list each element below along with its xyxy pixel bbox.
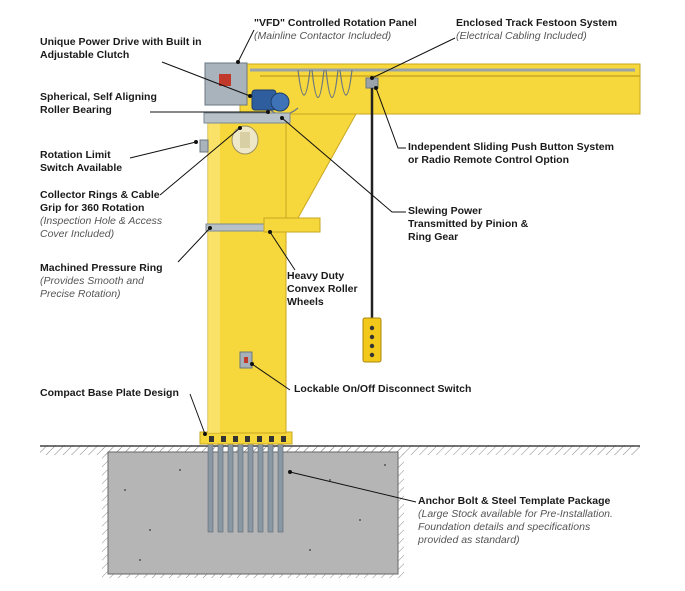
label-anchor-bolt-title: Anchor Bolt & Steel Template Package (418, 495, 611, 507)
label-push-button: Independent Sliding Push Button System o… (408, 141, 648, 167)
label-power-drive: Unique Power Drive with Built in Adjusta… (40, 36, 230, 62)
label-roller-wheels-title: Heavy Duty Convex Roller Wheels (287, 270, 358, 308)
label-disconnect-switch-title: Lockable On/Off Disconnect Switch (294, 383, 472, 395)
label-base-plate-title: Compact Base Plate Design (40, 387, 179, 399)
crane-column (207, 119, 287, 434)
label-vfd-panel-title: "VFD" Controlled Rotation Panel (254, 17, 417, 29)
label-rotation-limit: Rotation Limit Switch Available (40, 149, 160, 175)
push-button-pendant (362, 317, 382, 363)
jib-knee-brace (285, 113, 357, 219)
label-anchor-bolt-sub: (Large Stock available for Pre-Installat… (418, 508, 613, 546)
collector-ring-housing (231, 125, 259, 155)
ring-gear (203, 112, 291, 124)
label-pressure-ring-title: Machined Pressure Ring (40, 262, 163, 274)
label-collector-rings-title: Collector Rings & Cable Grip for 360 Rot… (40, 189, 160, 214)
anchor-bolts (207, 439, 284, 533)
label-base-plate: Compact Base Plate Design (40, 387, 220, 400)
leader-lines (129, 29, 456, 503)
label-disconnect-switch: Lockable On/Off Disconnect Switch (294, 383, 524, 396)
label-rotation-limit-title: Rotation Limit Switch Available (40, 149, 123, 174)
festoon-system (250, 68, 635, 116)
label-collector-rings-sub: (Inspection Hole & Access Cover Included… (40, 215, 163, 240)
label-push-button-title: Independent Sliding Push Button System o… (408, 141, 614, 166)
label-power-drive-title: Unique Power Drive with Built in Adjusta… (40, 36, 202, 61)
label-anchor-bolt: Anchor Bolt & Steel Template Package (La… (418, 495, 668, 547)
label-pressure-ring-sub: (Provides Smooth and Precise Rotation) (40, 275, 144, 300)
label-vfd-panel: "VFD" Controlled Rotation Panel (Mainlin… (254, 17, 454, 43)
label-vfd-panel-sub: (Mainline Contactor Included) (254, 30, 392, 42)
label-festoon-sub: (Electrical Cabling Included) (456, 30, 587, 42)
label-roller-wheels: Heavy Duty Convex Roller Wheels (287, 270, 387, 309)
label-slewing-power: Slewing Power Transmitted by Pinion & Ri… (408, 205, 578, 244)
label-festoon-title: Enclosed Track Festoon System (456, 17, 618, 29)
label-pressure-ring: Machined Pressure Ring (Provides Smooth … (40, 262, 200, 301)
label-roller-bearing: Spherical, Self Aligning Roller Bearing (40, 91, 200, 117)
label-collector-rings: Collector Rings & Cable Grip for 360 Rot… (40, 189, 200, 241)
disconnect-switch (239, 351, 253, 369)
rotation-limit-switch (199, 139, 209, 153)
power-drive-motor (251, 89, 290, 112)
label-roller-bearing-title: Spherical, Self Aligning Roller Bearing (40, 91, 157, 116)
vfd-panel (204, 62, 248, 106)
label-slewing-power-title: Slewing Power Transmitted by Pinion & Ri… (408, 205, 529, 243)
label-festoon: Enclosed Track Festoon System (Electrica… (456, 17, 656, 43)
